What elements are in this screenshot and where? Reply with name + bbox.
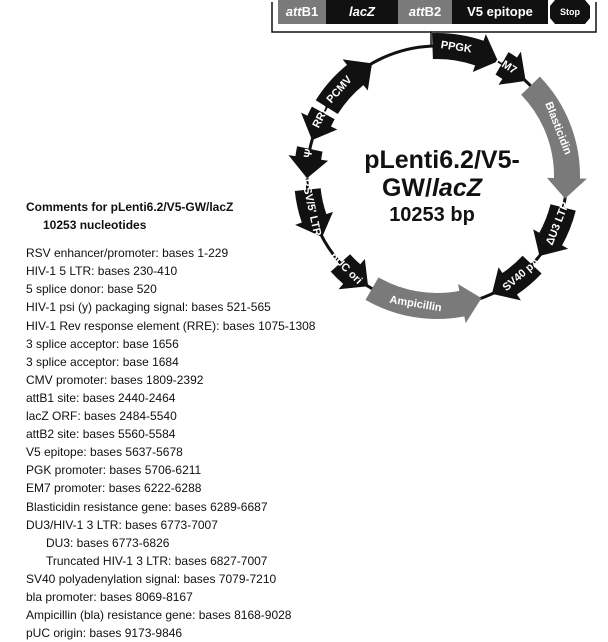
comment-line: DU3/HIV-1 3 LTR: bases 6773-7007 — [26, 517, 218, 532]
comment-line: pUC origin: bases 9173-9846 — [26, 626, 183, 641]
cassette-attb2 — [398, 0, 452, 24]
comment-line: HIV-1 5 LTR: bases 230-410 — [26, 264, 178, 279]
plasmid-name-line1: pLenti6.2/V5- — [364, 146, 520, 174]
comment-line: Ampicillin (bla) resistance gene: bases … — [26, 608, 292, 623]
comment-line: 3 splice acceptor: base 1684 — [26, 354, 179, 369]
comment-line: SV40 polyadenylation signal: bases 7079-… — [26, 571, 277, 586]
plasmid-size: 10253 bp — [389, 204, 475, 226]
stop-octagon-icon — [550, 0, 590, 24]
comment-line: 3 splice acceptor: base 1656 — [26, 336, 179, 351]
cassette-stop-label: Stop — [560, 7, 580, 17]
cassette-bracket-right — [431, 2, 597, 33]
cassette-attb1 — [278, 0, 326, 24]
feature-arc — [491, 255, 542, 301]
comment-line: bla promoter: bases 8069-8167 — [26, 589, 193, 604]
cassette-attb1-label: attB1 — [286, 4, 319, 19]
feature-arc — [288, 146, 329, 179]
feature-arc — [432, 32, 499, 72]
comment-line: EM7 promoter: bases 6222-6288 — [26, 481, 202, 496]
plasmid-map: attB1 lacZ attB2 V5 epitope Stop PCMVPPG… — [271, 0, 597, 324]
feature-arc — [521, 76, 587, 199]
comment-line: V5 epitope: bases 5637-5678 — [26, 445, 183, 460]
cassette-lacz — [326, 0, 398, 24]
comment-line: HIV-1 psi (y) packaging signal: bases 52… — [26, 300, 271, 315]
comments-title: Comments for pLenti6.2/V5-GW/lacZ — [26, 200, 234, 214]
comment-line: Truncated HIV-1 3 LTR: bases 6827-7007 — [46, 553, 268, 568]
comment-line: lacZ ORF: bases 2484-5540 — [26, 409, 177, 424]
cassette-bracket-left — [271, 2, 432, 46]
comments-subtitle: 10253 nucleotides — [43, 218, 147, 233]
feature-arc — [495, 51, 526, 85]
comment-line: Blasticidin resistance gene: bases 6289-… — [26, 499, 268, 514]
comment-line: attB2 site: bases 5560-5584 — [26, 427, 176, 442]
comment-line: DU3: bases 6773-6826 — [46, 535, 170, 550]
cassette-attb2-label: attB2 — [409, 4, 442, 19]
feature-arc — [330, 254, 369, 290]
plasmid-name-line2: GW/lacZ — [382, 174, 484, 202]
feature-arc — [301, 106, 338, 141]
feature-arc — [533, 204, 576, 257]
feature-label: Ψ — [302, 148, 315, 159]
comment-line: PGK promoter: bases 5706-6211 — [26, 463, 202, 478]
cassette-v5-label: V5 epitope — [467, 4, 533, 19]
comments-panel: Comments for pLenti6.2/V5-GW/lacZ 10253 … — [26, 198, 356, 642]
feature-arc — [365, 277, 482, 324]
insert-cassette: attB1 lacZ attB2 V5 epitope Stop — [271, 0, 597, 46]
cassette-v5 — [452, 0, 548, 24]
feature-label: PPGK — [440, 39, 473, 55]
cassette-lacz-label: lacZ — [349, 4, 376, 19]
comment-line: RSV enhancer/promoter: bases 1-229 — [26, 246, 229, 261]
comment-line: HIV-1 Rev response element (RRE): bases … — [26, 318, 316, 333]
feature-arc — [294, 188, 333, 238]
comment-line: CMV promoter: bases 1809-2392 — [26, 372, 204, 387]
feature-arc — [315, 59, 372, 114]
comment-line: attB1 site: bases 2440-2464 — [26, 390, 176, 405]
comment-line: 5 splice donor: base 520 — [26, 282, 157, 297]
